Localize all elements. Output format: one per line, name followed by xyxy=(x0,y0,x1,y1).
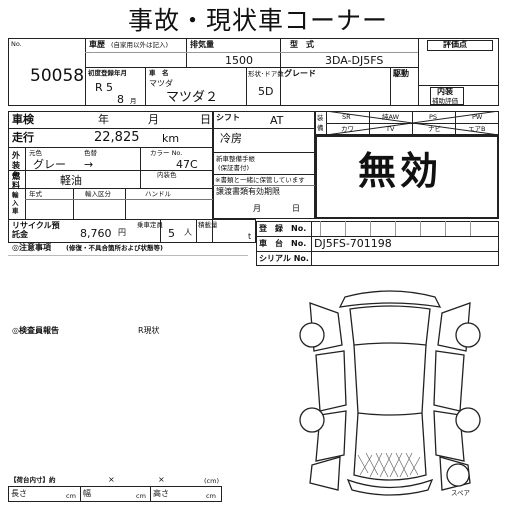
import-class-label: 輸入区分 xyxy=(85,190,111,198)
transfer-month: 月 xyxy=(253,204,261,213)
mileage-label: 走行 xyxy=(12,131,34,144)
model-value: 3DA-DJ5FS xyxy=(325,54,384,67)
recycle-label: リサイクル預託金 xyxy=(12,221,60,239)
cargo-label: 【荷台内寸】約 xyxy=(10,476,56,484)
era: R xyxy=(95,81,103,94)
capacity-label: 乗車定員 xyxy=(137,221,163,229)
reg-no-label: 登 録 No. xyxy=(259,224,307,233)
recycle-unit: 円 xyxy=(118,228,126,237)
reg-month-unit: 月 xyxy=(130,97,137,105)
color-no-value: 47C xyxy=(176,158,198,171)
color-no-label: カラー No. xyxy=(150,149,183,157)
color-arrow: → xyxy=(84,158,94,171)
load-label: 積載量 xyxy=(198,221,218,229)
equip-pw: PW xyxy=(472,113,483,121)
interior-sub: 補助評価 xyxy=(432,97,458,105)
equip-airbag: エアB xyxy=(468,125,486,133)
equipment-side-label: 装備 xyxy=(317,114,324,132)
shift-value: AT xyxy=(270,114,284,127)
inspection-year-label: 年 xyxy=(98,113,109,126)
reg-month: 8 xyxy=(117,93,124,106)
inspection-month-label: 月 xyxy=(148,113,159,126)
fuel-value: 軽油 xyxy=(60,174,82,187)
mileage-value: 22,825 xyxy=(94,130,140,145)
color-value: グレー xyxy=(33,158,66,171)
notes-sub: (修復・不具合箇所および状態等) xyxy=(66,244,163,252)
inspection-day-label: 日 xyxy=(200,113,211,126)
cargo-x1: × xyxy=(108,475,115,484)
serial-label: シリアル No. xyxy=(259,254,309,263)
grade-label: グレード xyxy=(284,69,316,78)
equip-navi: ナビ xyxy=(428,125,441,133)
spare-label: スペア xyxy=(451,489,471,497)
model-label: 型 式 xyxy=(290,40,314,49)
color-orig-label: 元色 xyxy=(29,149,42,157)
lot-number: 50058 xyxy=(30,66,85,86)
length-label: 長さ xyxy=(11,489,27,498)
car-name: マツダ２ xyxy=(166,90,219,105)
doors-value: 5D xyxy=(258,85,274,98)
chassis-value: DJ5FS-701198 xyxy=(314,237,392,250)
page-title: 事故・現状車コーナー xyxy=(128,6,389,35)
height-unit: cm xyxy=(206,492,216,500)
mileage-unit: km xyxy=(162,132,180,145)
import-year-label: 年式 xyxy=(29,190,42,198)
equip-ps: PS xyxy=(429,113,438,121)
height-label: 高さ xyxy=(153,489,169,498)
width-label: 幅 xyxy=(83,489,91,498)
interior-color-label: 内装色 xyxy=(157,171,177,179)
transfer-day: 日 xyxy=(292,204,300,213)
new-manual-sub: (保証書付) xyxy=(218,164,250,172)
capacity-value: 5 xyxy=(168,227,175,240)
maker: マツダ xyxy=(149,79,173,88)
length-unit: cm xyxy=(66,492,76,500)
car-damage-diagram xyxy=(299,290,481,496)
drive-label: 駆動 xyxy=(393,69,409,78)
inspection-label: 車検 xyxy=(12,113,34,126)
notes-label: ◎注意事項 xyxy=(12,243,51,252)
no-label: No. xyxy=(11,40,22,48)
width-unit: cm xyxy=(136,492,146,500)
transfer-label: 譲渡書類有効期限 xyxy=(216,187,280,196)
inspector-label: ◎検査員報告 xyxy=(12,326,59,335)
color-change-label: 色替 xyxy=(84,149,97,157)
chassis-label: 車 台 No. xyxy=(259,239,307,248)
first-reg-label: 初度登録年月 xyxy=(88,69,127,77)
handle-label: ハンドル xyxy=(145,190,171,198)
inspector-value: R現状 xyxy=(138,326,160,335)
new-manual-label: 新車整備手帳 xyxy=(216,155,255,163)
equipment-strike xyxy=(326,111,499,135)
equip-sr: SR xyxy=(342,113,351,121)
capacity-unit: 人 xyxy=(184,228,192,237)
ac-label: 冷房 xyxy=(220,132,242,145)
invalid-stamp: 無効 xyxy=(358,149,443,193)
exterior-color-label: 外装色 xyxy=(12,151,20,180)
equip-alloy: 純AW xyxy=(382,113,400,121)
displacement-label: 排気量 xyxy=(190,40,214,49)
eval-label: 評価点 xyxy=(443,40,467,49)
reg-year: 5 xyxy=(106,81,113,94)
interior-label: 内装 xyxy=(437,87,453,96)
recycle-value: 8,760 xyxy=(80,227,112,240)
body-doors-label: 形状･ドア数 xyxy=(248,70,284,78)
shift-label: シフト xyxy=(216,113,240,122)
cargo-unit: (cm) xyxy=(204,477,219,485)
fuel-label: 燃料 xyxy=(12,172,20,190)
name-label: 車 名 xyxy=(149,69,169,77)
import-label: 輸入車 xyxy=(12,191,19,215)
equip-leather: カワ xyxy=(341,125,354,133)
history-label: 車歴 xyxy=(89,40,105,49)
header-frame xyxy=(8,38,499,106)
history-note: (自家用以外は記入) xyxy=(111,41,169,49)
load-unit: t xyxy=(248,232,252,241)
displacement-value: 1500 xyxy=(225,54,253,67)
equip-tv: TV xyxy=(386,125,395,133)
manual-note: ※書類と一緒に保管しています xyxy=(215,176,305,184)
cargo-x2: × xyxy=(158,475,165,484)
